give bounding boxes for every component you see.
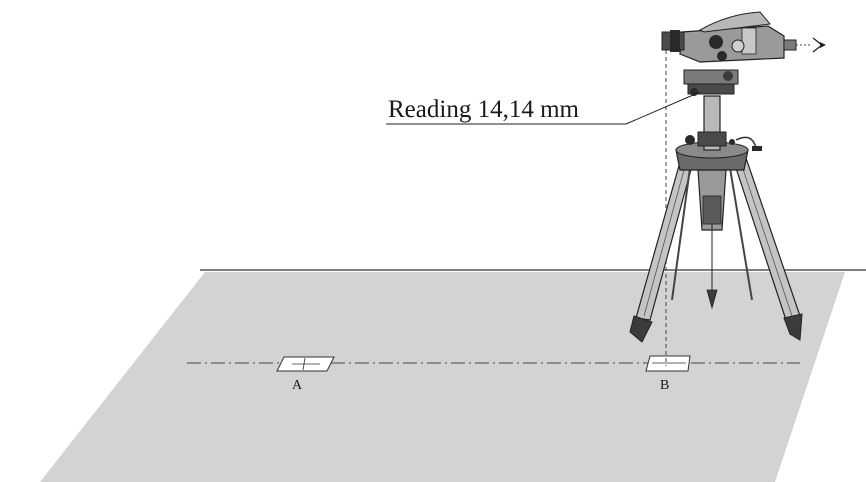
marker-b (645, 355, 691, 372)
plumb-bob-icon (706, 224, 718, 310)
reading-leader (625, 91, 701, 125)
marker-a (276, 356, 335, 372)
tripod-icon (629, 95, 803, 343)
floor-plane (40, 272, 845, 482)
level-instrument-icon (661, 11, 812, 96)
eye-icon (812, 37, 826, 53)
marker-a-label: A (292, 378, 303, 393)
marker-b-label: B (660, 378, 669, 393)
reading-label: Reading 14,14 mm (388, 96, 580, 123)
